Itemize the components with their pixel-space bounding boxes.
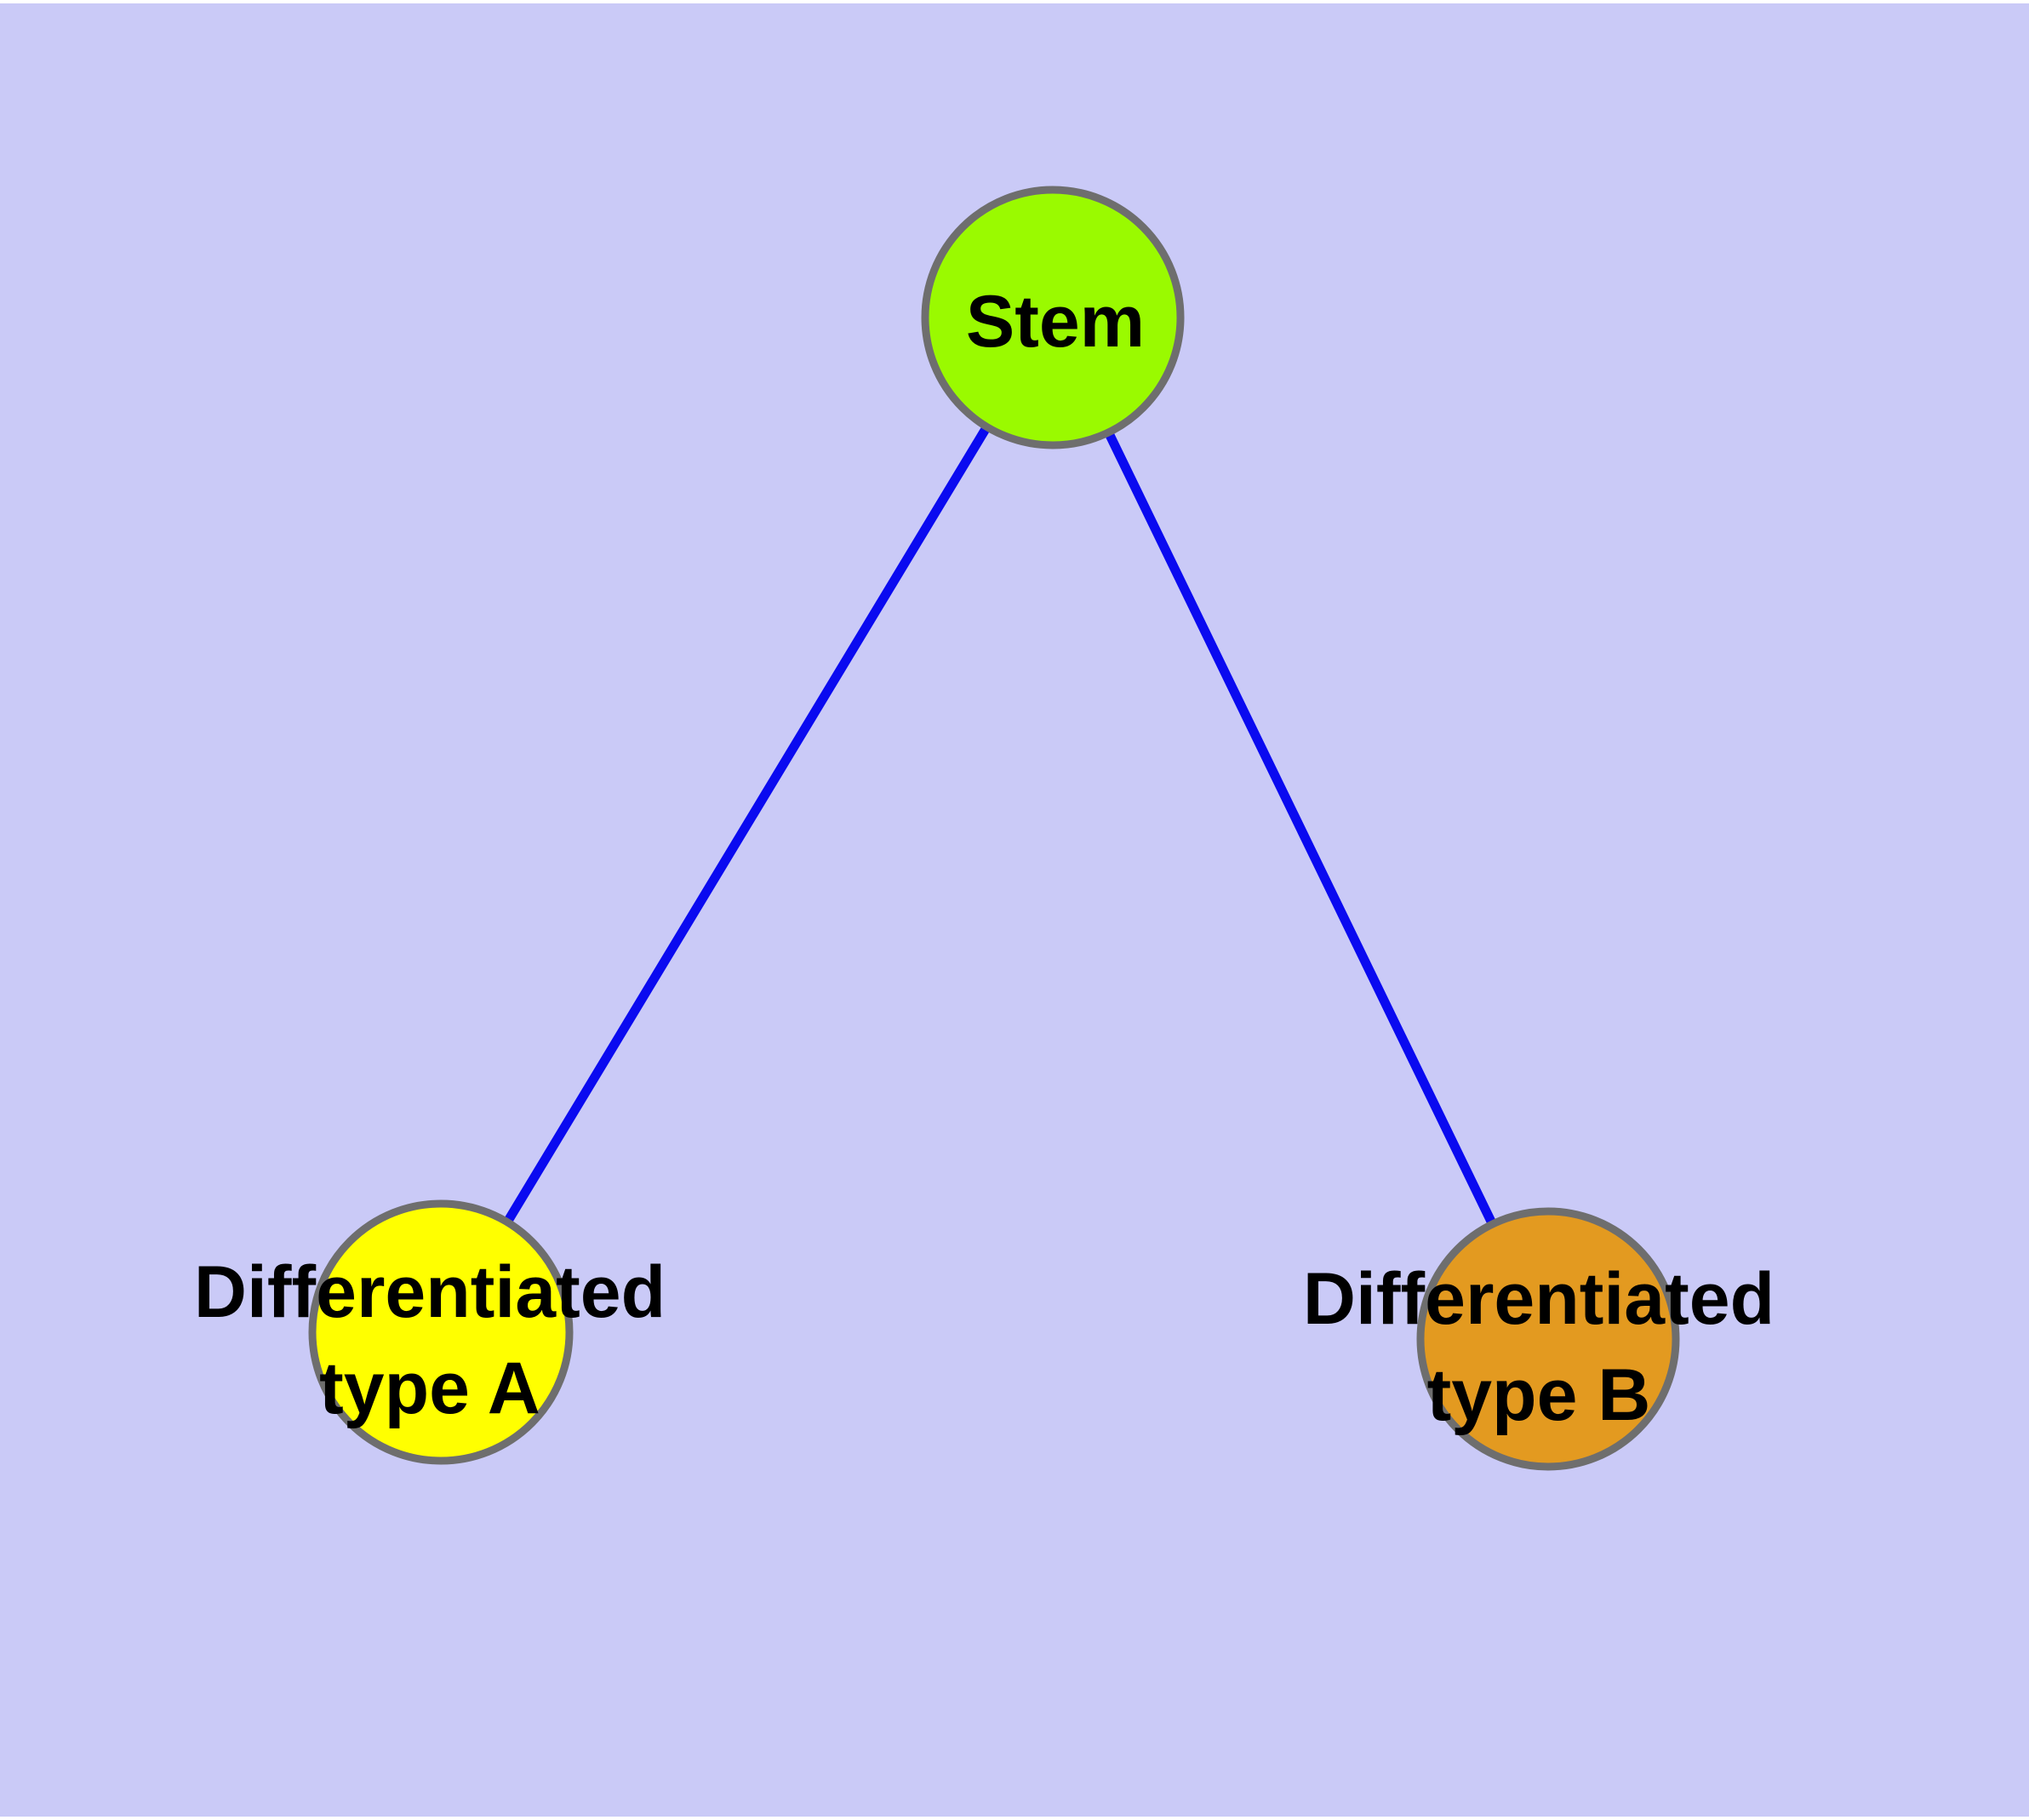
node-stem bbox=[921, 186, 1185, 449]
node-type-b-label-line1: Differentiated bbox=[1303, 1258, 1775, 1340]
node-type-a-label-line1: Differentiated bbox=[194, 1251, 666, 1333]
edge-stem-to-type-b bbox=[1048, 312, 1553, 1344]
node-type-b-label-line2: type B bbox=[1427, 1354, 1651, 1436]
node-type-a-label-line2: type A bbox=[319, 1348, 540, 1429]
edge-stem-to-type-a bbox=[436, 312, 1058, 1337]
node-differentiated-type-a bbox=[308, 1199, 574, 1465]
node-differentiated-type-b bbox=[1416, 1207, 1680, 1471]
node-stem-label: Stem bbox=[966, 281, 1145, 363]
